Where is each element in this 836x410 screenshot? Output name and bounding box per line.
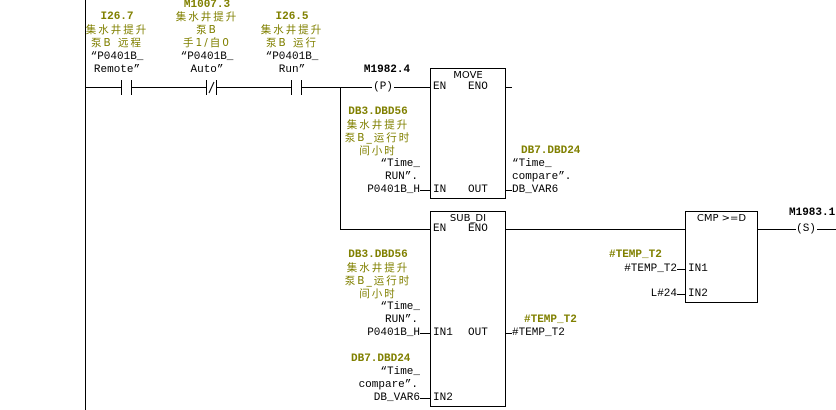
sub-in2-operand[interactable]: DB_VAR6 [373,392,420,404]
sub-in1-comment: 间小时 [359,288,397,300]
cmp-title: CMP >=D [696,213,747,224]
contact-1-comment: 集水井提升 [85,24,149,36]
contact-3-no[interactable] [288,78,305,96]
sub-in1-symbol: RUN”. [384,314,418,326]
sub-in1-pin: IN1 [433,327,453,339]
move-out-pin: OUT [468,184,488,196]
move-out-symbol: compare”. [512,171,572,183]
contact-2-comment: 泵B [196,24,218,36]
sub-en-pin: EN [433,223,447,235]
contact-1-no[interactable] [118,78,135,96]
coil-s-address: M1983.1 [789,207,836,219]
coil-s[interactable]: (S) [796,223,816,235]
contact-3-address: I26.5 [275,11,309,23]
move-in-operand[interactable]: P0401B_H [367,184,420,196]
cmp-in2-pin: IN2 [688,288,708,300]
sub-di-box[interactable]: SUB_DI EN ENO IN1 OUT IN2 [430,211,506,407]
contact-3-symbol: “P0401B_ [265,51,319,63]
sub-di-title: SUB_DI [449,213,487,224]
move-eno-pin: ENO [468,81,488,93]
sub-in1-address: DB3.DBD56 [348,249,408,261]
sub-in1-comment: 集水井提升 [346,262,410,274]
contact-2-comment: 集水井提升 [175,11,239,23]
move-title: MOVE [453,70,483,81]
move-in-comment: 间小时 [359,145,397,157]
contact-2-symbol: Auto” [190,64,224,76]
move-in-pin: IN [433,184,447,196]
sub-out-pin: OUT [468,327,488,339]
contact-2-comment: 手1/自0 [183,37,231,49]
contact-1-symbol: Remote” [93,64,141,76]
move-out-symbol: “Time_ [512,158,552,170]
contact-3-symbol: Run” [278,64,306,76]
contact-3-comment: 泵B 运行 [265,37,319,49]
sub-in2-symbol: “Time_ [380,366,420,378]
contact-3-comment: 集水井提升 [260,24,324,36]
contact-2-nc[interactable] [203,78,220,96]
move-in-comment: 泵B_运行时 [344,132,412,144]
move-in-address: DB3.DBD56 [348,106,408,118]
coil-p[interactable]: (P) [373,81,393,93]
cmp-in1-operand[interactable]: #TEMP_T2 [624,263,677,275]
coil-p-address: M1982.4 [363,64,411,76]
sub-out-address: #TEMP_T2 [524,314,577,326]
cmp-in2-operand[interactable]: L#24 [650,288,677,300]
move-in-symbol: “Time_ [380,158,420,170]
sub-in2-address: DB7.DBD24 [351,353,411,365]
sub-in2-symbol: compare”. [358,379,418,391]
cmp-box[interactable]: CMP >=D IN1 IN2 [685,211,758,303]
move-en-pin: EN [433,81,447,93]
contact-2-symbol: “P0401B_ [180,51,234,63]
sub-out-operand[interactable]: #TEMP_T2 [512,327,565,339]
cmp-in1-pin: IN1 [688,263,708,275]
move-in-symbol: RUN”. [384,171,418,183]
sub-eno-pin: ENO [468,223,488,235]
move-out-operand[interactable]: DB_VAR6 [512,184,559,196]
move-out-address: DB7.DBD24 [521,145,581,157]
sub-in1-operand[interactable]: P0401B_H [367,327,420,339]
nc-slash [208,81,215,94]
sub-in1-symbol: “Time_ [380,301,420,313]
move-box[interactable]: MOVE EN ENO IN OUT [430,68,506,199]
contact-2-address: M1007.3 [183,0,231,11]
cmp-in1-address: #TEMP_T2 [609,249,662,261]
contact-1-address: I26.7 [100,11,134,23]
sub-in2-pin: IN2 [433,392,453,404]
move-in-comment: 集水井提升 [346,119,410,131]
contact-1-comment: 泵B 远程 [90,37,144,49]
contact-1-symbol: “P0401B_ [90,51,144,63]
sub-in1-comment: 泵B_运行时 [344,275,412,287]
